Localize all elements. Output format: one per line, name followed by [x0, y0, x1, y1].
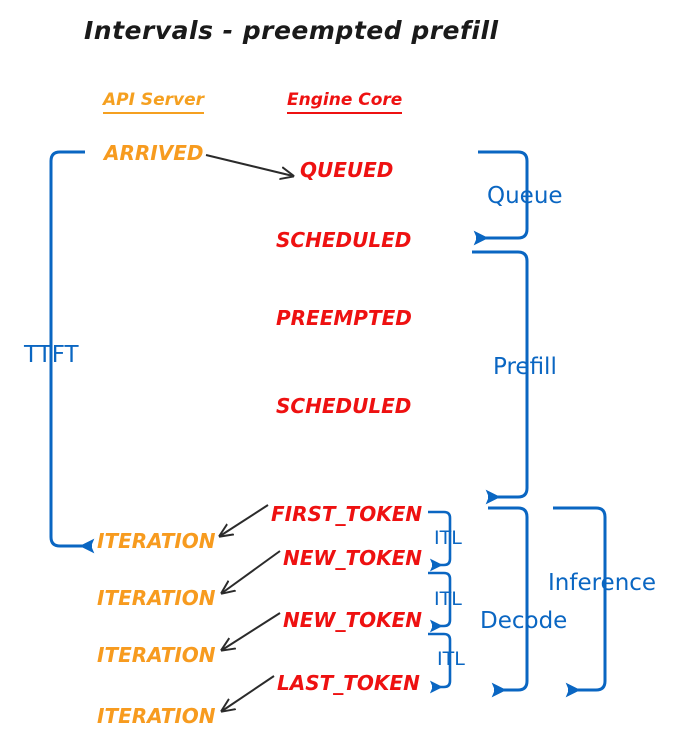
event-new-token-2: NEW_TOKEN — [283, 608, 423, 632]
interval-label-prefill: Prefill — [493, 354, 557, 380]
event-first-token: FIRST_TOKEN — [271, 502, 423, 526]
interval-label-decode: Decode — [480, 608, 568, 634]
event-preempted: PREEMPTED — [276, 306, 412, 330]
bracket-decode — [488, 506, 529, 698]
event-iteration-3: ITERATION — [97, 643, 216, 667]
event-scheduled-1: SCHEDULED — [276, 228, 412, 252]
arrow-new-token-1-to-iteration — [222, 550, 281, 593]
event-last-token: LAST_TOKEN — [277, 671, 420, 695]
diagram-title: Intervals - preempted prefill — [84, 16, 499, 45]
event-arrived: ARRIVED — [104, 141, 204, 165]
arrow-last-token-to-iteration — [222, 675, 275, 711]
column-header-engine-core: Engine Core — [287, 90, 403, 114]
event-new-token-1: NEW_TOKEN — [283, 546, 423, 570]
interval-label-itl-2: ITL — [434, 588, 462, 610]
arrow-arrived-to-queued — [205, 154, 293, 176]
event-queued: QUEUED — [300, 158, 394, 182]
column-header-api-server: API Server — [103, 90, 205, 114]
event-iteration-2: ITERATION — [97, 586, 216, 610]
event-iteration-1: ITERATION — [97, 529, 216, 553]
arrow-new-token-2-to-iteration — [222, 612, 281, 650]
bracket-inference — [553, 506, 607, 698]
interval-label-ttft: TTFT — [24, 342, 79, 368]
interval-label-itl-3: ITL — [437, 648, 465, 670]
interval-label-queue: Queue — [487, 183, 563, 209]
event-scheduled-2: SCHEDULED — [276, 394, 412, 418]
interval-label-itl-1: ITL — [434, 527, 462, 549]
interval-label-inference: Inference — [548, 570, 657, 596]
arrow-first-token-to-iteration — [220, 504, 269, 536]
event-iteration-4: ITERATION — [97, 704, 216, 728]
